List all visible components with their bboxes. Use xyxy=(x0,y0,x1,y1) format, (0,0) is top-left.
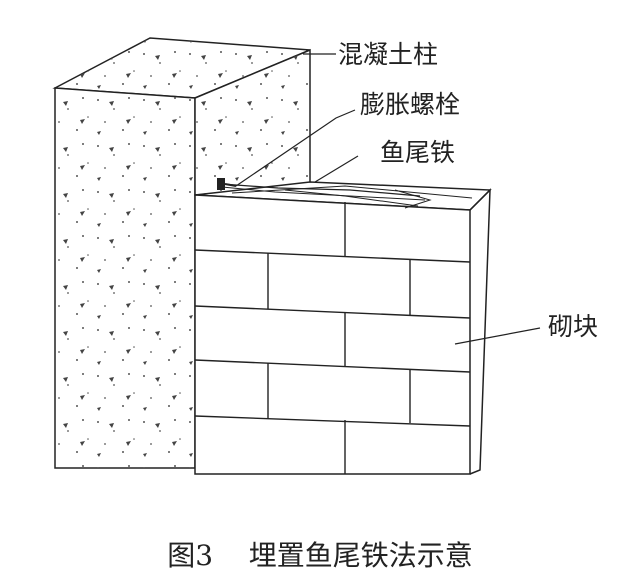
tie-label: 鱼尾铁 xyxy=(380,138,456,167)
column-label: 混凝土柱 xyxy=(338,40,439,69)
figure-caption: 图3 埋置鱼尾铁法示意 xyxy=(167,539,473,572)
block-courses xyxy=(194,249,471,427)
wall-end-edge xyxy=(469,188,491,475)
wall-front-face xyxy=(194,194,471,475)
block-wall xyxy=(194,181,492,475)
bolt-leader xyxy=(235,109,356,187)
block-head-joints xyxy=(267,202,411,474)
block-leader xyxy=(454,327,541,345)
expansion-bolt-icon xyxy=(217,178,237,190)
block-label: 砌块 xyxy=(548,312,599,341)
leader-lines xyxy=(235,53,541,345)
fishtail-iron xyxy=(221,183,432,209)
tie-leader xyxy=(314,155,359,183)
bolt-label: 膨胀螺栓 xyxy=(360,90,461,119)
